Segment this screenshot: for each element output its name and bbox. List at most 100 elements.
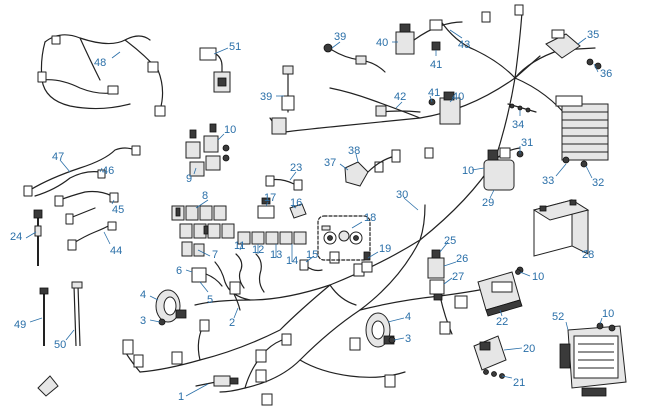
callout-19: 19 bbox=[367, 243, 391, 259]
svg-text:10: 10 bbox=[462, 165, 474, 177]
callout-49: 49 bbox=[14, 317, 43, 331]
svg-text:17: 17 bbox=[264, 192, 276, 204]
svg-text:23: 23 bbox=[290, 162, 302, 174]
svg-text:50: 50 bbox=[54, 339, 66, 351]
svg-text:34: 34 bbox=[512, 119, 524, 131]
callout-48: 48 bbox=[94, 51, 121, 69]
svg-text:10: 10 bbox=[602, 308, 614, 320]
starter-relay-29 bbox=[483, 147, 524, 191]
svg-text:21: 21 bbox=[513, 377, 525, 389]
switches-11-14 bbox=[235, 231, 307, 293]
fuse-block-8 bbox=[171, 205, 235, 239]
cable-2 bbox=[233, 293, 241, 311]
callout-4-right: 4 bbox=[387, 311, 411, 323]
callout-50: 50 bbox=[54, 329, 75, 351]
svg-text:10: 10 bbox=[532, 271, 544, 283]
sensor-25-27 bbox=[427, 249, 445, 301]
svg-text:6: 6 bbox=[176, 265, 182, 277]
callout-43: 43 bbox=[449, 29, 470, 51]
svg-text:12: 12 bbox=[252, 244, 264, 256]
svg-text:25: 25 bbox=[444, 235, 456, 247]
callout-4-left: 4 bbox=[140, 289, 159, 301]
callout-1: 1 bbox=[178, 383, 209, 403]
relay-35-36 bbox=[545, 29, 602, 70]
callout-36: 36 bbox=[593, 63, 612, 80]
callout-30: 30 bbox=[396, 189, 419, 211]
callout-47: 47 bbox=[52, 151, 71, 173]
connector-23 bbox=[265, 175, 303, 191]
connectors-5-6-7 bbox=[181, 241, 223, 287]
svg-text:51: 51 bbox=[229, 41, 241, 53]
callout-3-right: 3 bbox=[393, 333, 411, 345]
connector-19 bbox=[361, 251, 373, 273]
svg-text:46: 46 bbox=[102, 165, 114, 177]
svg-text:36: 36 bbox=[600, 68, 612, 80]
callout-34: 34 bbox=[512, 110, 524, 131]
svg-text:27: 27 bbox=[452, 271, 464, 283]
svg-text:22: 22 bbox=[496, 316, 508, 328]
sensor-37-38 bbox=[344, 149, 401, 187]
callout-40-mid: 40 bbox=[449, 91, 464, 103]
control-module-52 bbox=[559, 322, 627, 397]
connector-15 bbox=[299, 259, 323, 272]
svg-text:37: 37 bbox=[324, 157, 336, 169]
connector-51 bbox=[199, 47, 231, 93]
ecu-22 bbox=[477, 266, 524, 317]
harness-connectors bbox=[122, 4, 524, 406]
svg-text:19: 19 bbox=[379, 243, 391, 255]
callout-15: 15 bbox=[305, 249, 318, 263]
svg-text:16: 16 bbox=[290, 197, 302, 209]
callout-10-top: 10 bbox=[217, 124, 236, 141]
svg-text:40: 40 bbox=[376, 37, 388, 49]
connector-34 bbox=[507, 103, 537, 113]
callout-24: 24 bbox=[10, 231, 37, 243]
horn-left-4 bbox=[155, 289, 187, 323]
svg-text:3: 3 bbox=[405, 333, 411, 345]
callout-10-ecu: 10 bbox=[519, 271, 544, 283]
svg-text:33: 33 bbox=[542, 175, 554, 187]
svg-text:48: 48 bbox=[94, 57, 106, 69]
switch-panel-18 bbox=[317, 215, 371, 261]
callout-6: 6 bbox=[176, 265, 193, 277]
svg-text:35: 35 bbox=[587, 29, 599, 41]
callouts: 1 2 3 3 4 4 5 6 7 8 9 10 10 10 10 11 12 … bbox=[10, 29, 614, 403]
svg-text:47: 47 bbox=[52, 151, 64, 163]
callout-3-left: 3 bbox=[140, 315, 161, 327]
svg-text:52: 52 bbox=[552, 311, 564, 323]
callout-37: 37 bbox=[324, 157, 349, 171]
svg-text:38: 38 bbox=[348, 145, 360, 157]
relays-9-10 bbox=[185, 123, 230, 177]
callout-10-module: 10 bbox=[599, 308, 614, 325]
callout-23: 23 bbox=[289, 162, 302, 181]
svg-text:29: 29 bbox=[482, 197, 494, 209]
callout-39-left: 39 bbox=[260, 91, 284, 103]
svg-text:18: 18 bbox=[364, 212, 376, 224]
svg-text:2: 2 bbox=[229, 317, 235, 329]
callout-8: 8 bbox=[195, 190, 209, 209]
callout-41-mid: 41 bbox=[428, 87, 440, 103]
callout-12: 12 bbox=[252, 244, 264, 256]
callout-45: 45 bbox=[111, 199, 124, 216]
callout-51: 51 bbox=[213, 41, 241, 55]
sensors-40-43 bbox=[375, 19, 463, 125]
svg-text:45: 45 bbox=[112, 204, 124, 216]
callout-5: 5 bbox=[199, 281, 213, 306]
callout-18: 18 bbox=[351, 212, 376, 229]
svg-text:30: 30 bbox=[396, 189, 408, 201]
ties-49-50 bbox=[39, 281, 83, 347]
callout-33: 33 bbox=[542, 163, 567, 187]
callout-44: 44 bbox=[103, 231, 122, 257]
battery-28 bbox=[532, 199, 590, 257]
main-wiring-harness bbox=[123, 11, 596, 393]
svg-text:31: 31 bbox=[521, 137, 533, 149]
callout-2: 2 bbox=[229, 307, 239, 329]
callout-35: 35 bbox=[577, 29, 599, 45]
callout-21: 21 bbox=[501, 375, 525, 389]
svg-text:41: 41 bbox=[428, 87, 440, 99]
svg-text:32: 32 bbox=[592, 177, 604, 189]
svg-text:39: 39 bbox=[334, 31, 346, 43]
svg-text:24: 24 bbox=[10, 231, 22, 243]
callout-20: 20 bbox=[503, 343, 535, 355]
